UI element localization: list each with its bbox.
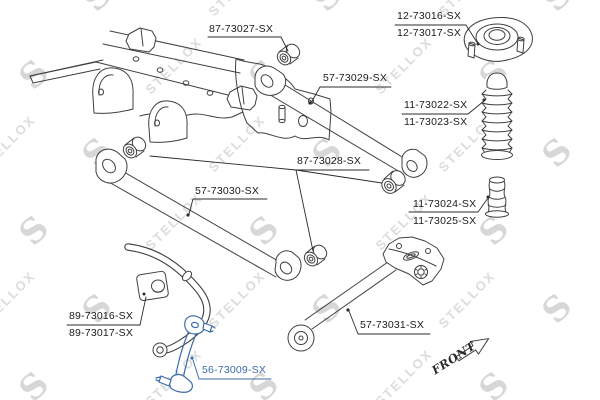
highlight-leader-line — [192, 359, 272, 380]
part-label-12-73017-sx[interactable]: 12-73017-SX — [397, 27, 462, 39]
stabilizer-bushing-drawing — [136, 270, 169, 301]
front-direction-arrow-icon — [455, 338, 490, 362]
part-label-11-73024-sx[interactable]: 11-73024-SX — [413, 198, 477, 210]
lower-lateral-arm-drawing — [95, 148, 302, 281]
shock-dust-boot-drawing — [481, 72, 513, 160]
bushing-87-73027-drawing — [276, 43, 301, 66]
part-label-87-73027-sx[interactable]: 87-73027-SX — [209, 23, 274, 35]
part-label-11-73023-sx[interactable]: 11-73023-SX — [404, 116, 468, 128]
part-label-12-73016-sx[interactable]: 12-73016-SX — [397, 10, 462, 22]
bushing-87-73028-drawing — [122, 136, 406, 267]
trailing-arm-drawing — [287, 236, 445, 352]
part-label-11-73025-sx[interactable]: 11-73025-SX — [413, 215, 477, 227]
part-label-56-73009-sx-highlighted[interactable]: 56-73009-SX — [202, 364, 267, 376]
stabilizer-link-drawing[interactable] — [155, 315, 216, 393]
part-label-87-73028-sx[interactable]: 87-73028-SX — [297, 155, 362, 167]
upper-lateral-arm-drawing — [254, 65, 428, 178]
part-label-57-73029-sx[interactable]: 57-73029-SX — [323, 72, 388, 84]
part-label-89-73016-sx[interactable]: 89-73016-SX — [69, 310, 134, 322]
part-label-57-73031-sx[interactable]: 57-73031-SX — [360, 319, 425, 331]
part-label-11-73022-sx[interactable]: 11-73022-SX — [404, 99, 468, 111]
part-label-89-73017-sx[interactable]: 89-73017-SX — [69, 327, 134, 339]
bump-stop-drawing — [485, 176, 509, 218]
part-label-57-73030-sx[interactable]: 57-73030-SX — [195, 185, 260, 197]
strut-mount-drawing — [463, 17, 533, 62]
label-leader-lines — [66, 24, 490, 335]
stabilizer-bar-drawing — [124, 243, 211, 358]
